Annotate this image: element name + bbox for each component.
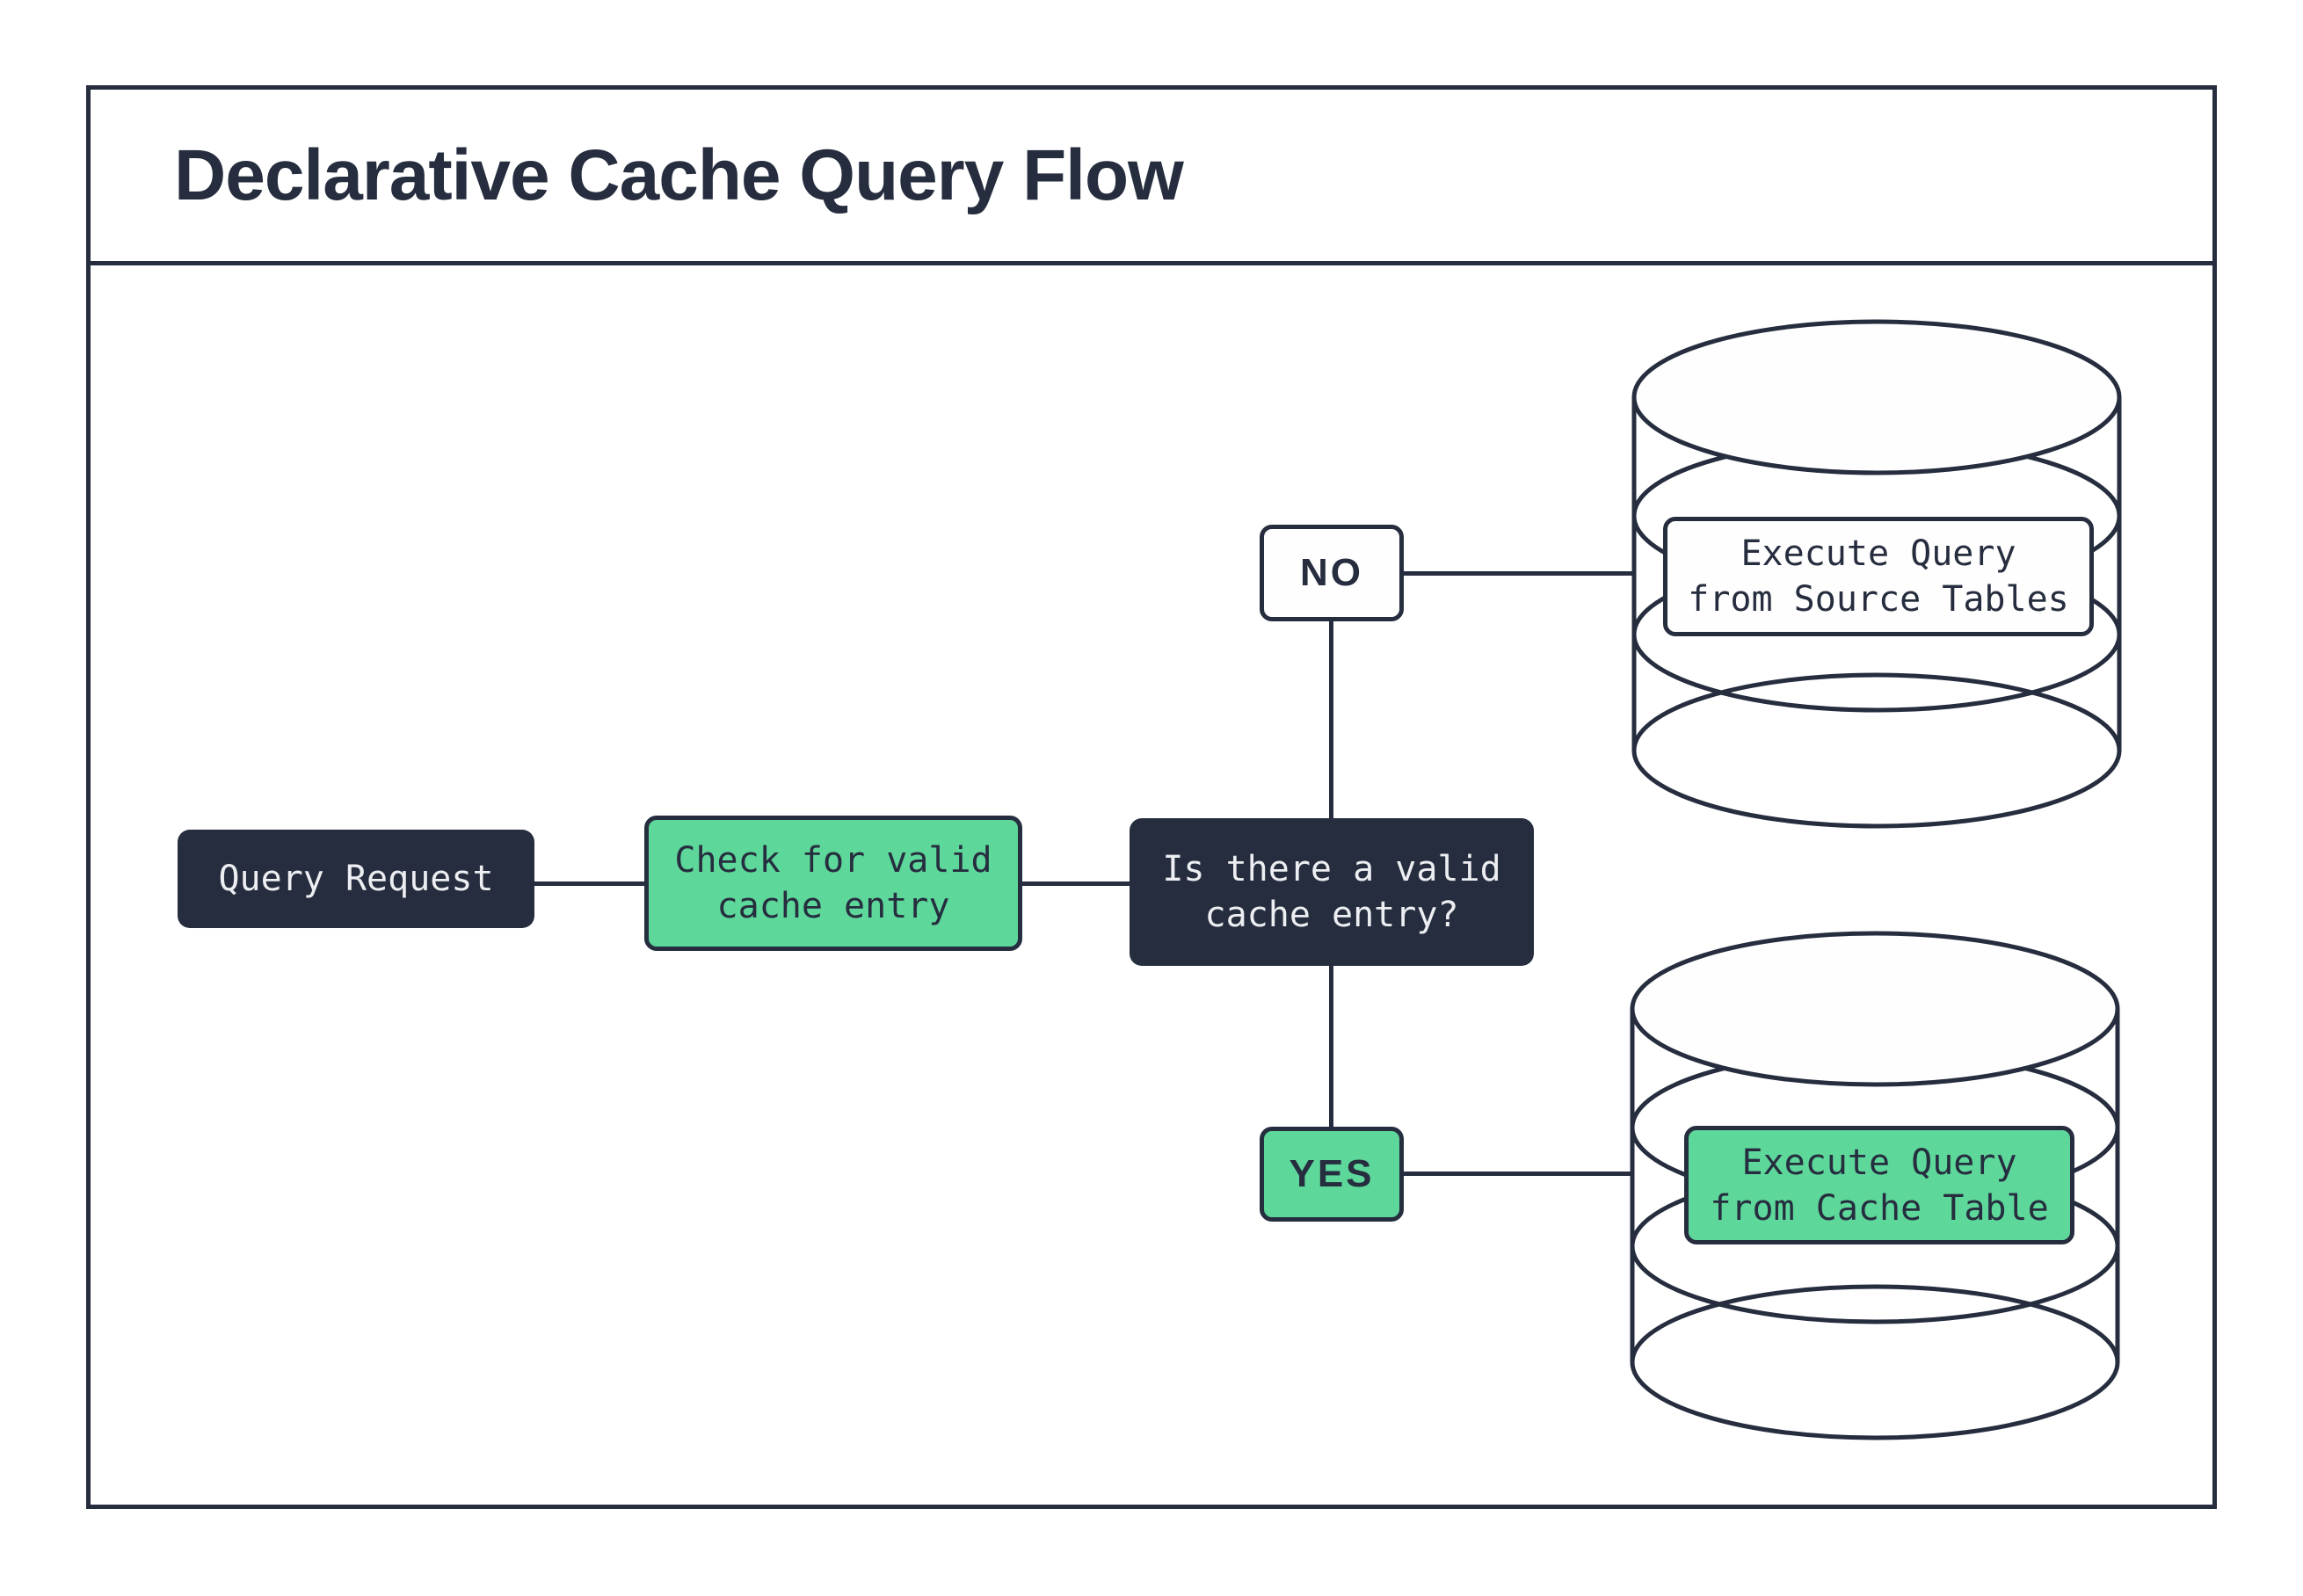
execute-source-label-line1: Execute Query [1740, 533, 2016, 574]
database-cylinder-icon [1631, 319, 2122, 829]
database-cylinder-icon [1630, 931, 2120, 1440]
node-execute-source: Execute Query from Source Tables [1663, 517, 2094, 636]
node-branch-no: NO [1260, 525, 1404, 621]
edge-no-to-source-db [1404, 571, 1634, 576]
edge-decision-to-yes [1329, 966, 1333, 1127]
edge-no-to-decision [1329, 621, 1333, 818]
decision-label-line2: cache entry? [1204, 895, 1459, 935]
diagram-title: Declarative Cache Query Flow [174, 134, 1184, 215]
node-query-request: Query Request [178, 830, 534, 928]
node-check-cache: Check for valid cache entry [644, 816, 1022, 951]
node-branch-yes: YES [1260, 1127, 1404, 1222]
execute-cache-label-line1: Execute Query [1741, 1142, 2017, 1183]
edge-check-to-decision [1022, 881, 1130, 886]
edge-yes-to-cache-db [1404, 1172, 1632, 1176]
query-request-label: Query Request [218, 859, 494, 899]
node-execute-cache: Execute Query from Cache Table [1684, 1126, 2074, 1244]
check-cache-label-line1: Check for valid [674, 840, 992, 881]
execute-source-label-line2: from Source Tables [1688, 579, 2069, 620]
title-bar: Declarative Cache Query Flow [91, 90, 2212, 265]
decision-label-line1: Is there a valid [1162, 849, 1501, 889]
branch-no-label: NO [1300, 551, 1363, 594]
check-cache-label-line2: cache entry [716, 886, 950, 926]
node-decision: Is there a valid cache entry? [1130, 818, 1534, 966]
edge-query-to-check [534, 881, 644, 886]
branch-yes-label: YES [1289, 1152, 1375, 1195]
execute-cache-label-line2: from Cache Table [1710, 1187, 2049, 1229]
